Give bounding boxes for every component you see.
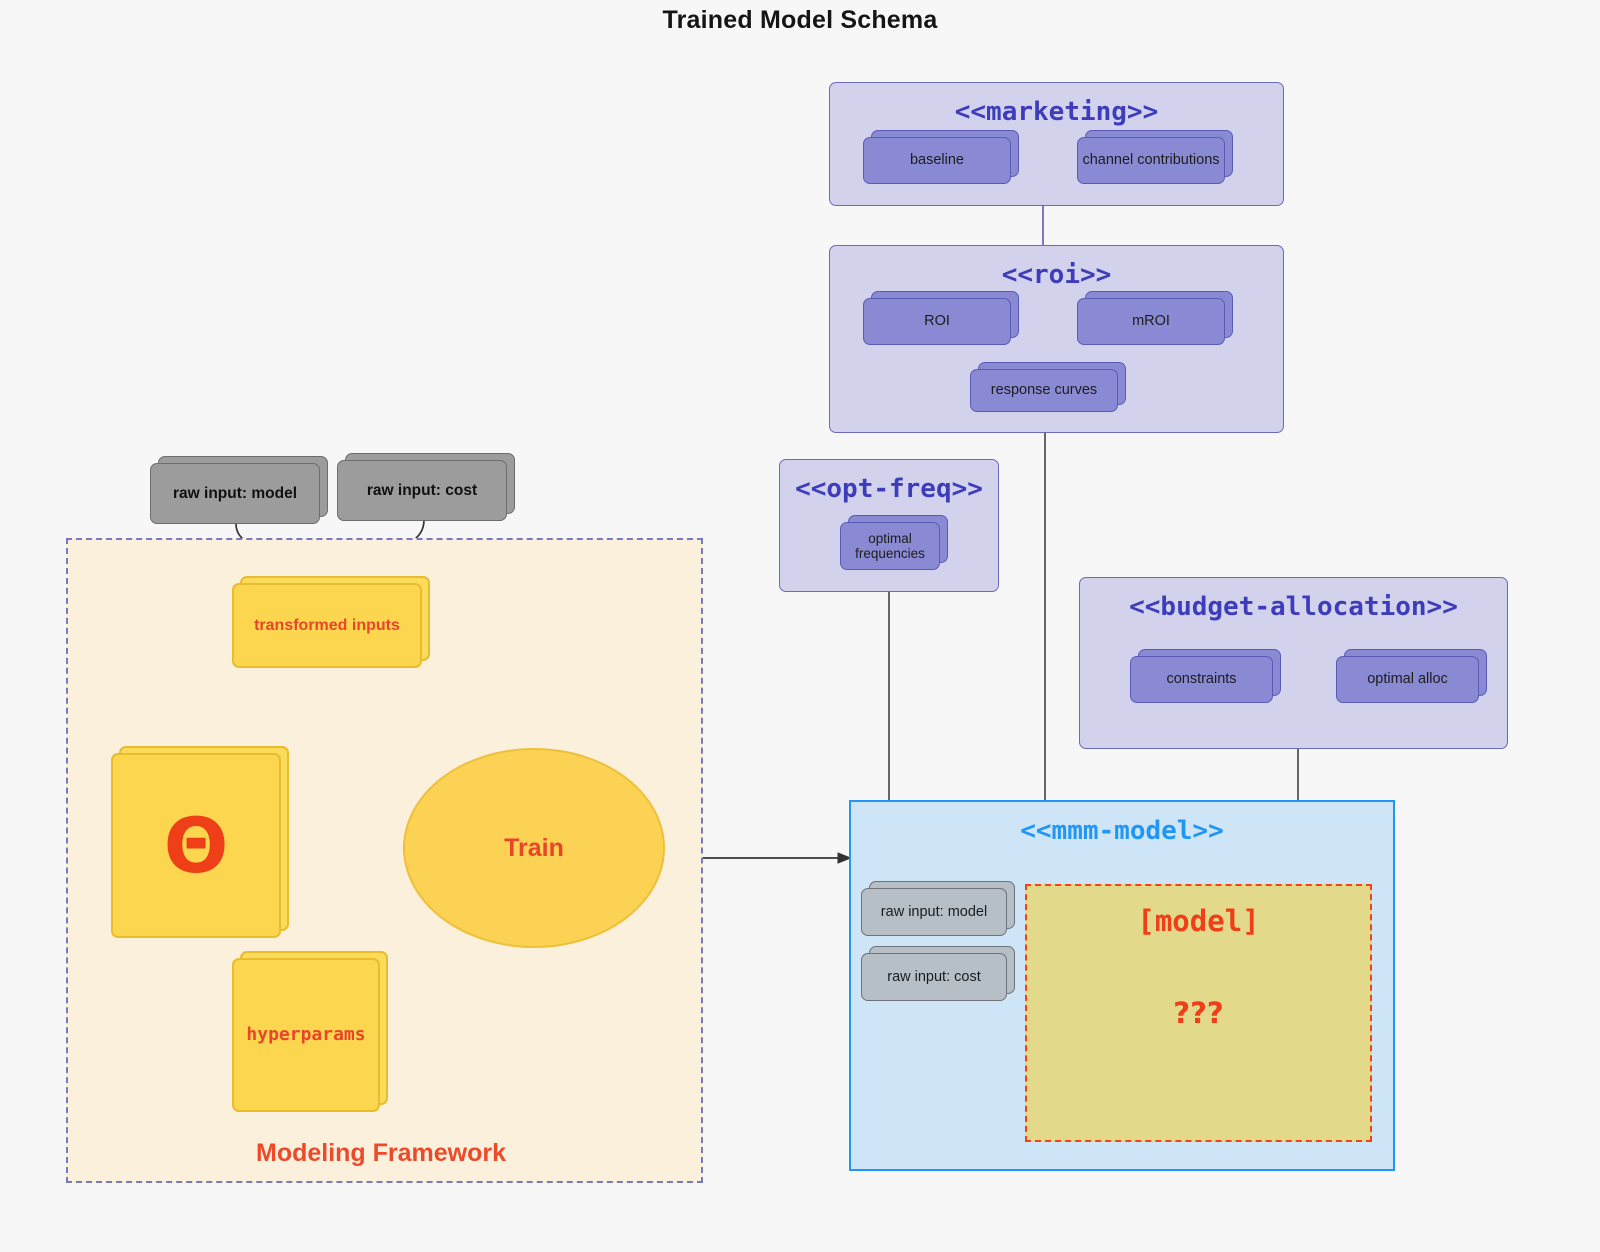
model-placeholder-box[interactable]: [model] ??? (1025, 884, 1372, 1142)
package-mmm-model-title: <<mmm-model>> (1020, 816, 1224, 846)
raw-input-model-box[interactable]: raw input: model (150, 456, 328, 524)
transformed-inputs-box[interactable]: transformed inputs (232, 576, 430, 668)
component-constraints-label: constraints (1130, 656, 1273, 703)
theta-box[interactable]: Θ (111, 746, 289, 938)
component-channel-contributions-label: channel contributions (1077, 137, 1225, 184)
modeling-framework-label: Modeling Framework (256, 1139, 507, 1167)
transformed-inputs-label: transformed inputs (232, 583, 422, 668)
component-baseline-label: baseline (863, 137, 1011, 184)
mmm-raw-input-model[interactable]: raw input: model (861, 881, 1015, 936)
package-roi-title: <<roi>> (1001, 260, 1112, 290)
component-constraints[interactable]: constraints (1130, 649, 1281, 703)
component-response-curves-label: response curves (970, 369, 1118, 412)
mmm-raw-input-cost[interactable]: raw input: cost (861, 946, 1015, 1001)
model-placeholder-unknown: ??? (1173, 996, 1224, 1030)
component-optimal-frequencies[interactable]: optimal frequencies (840, 515, 948, 570)
component-roi-label: ROI (863, 298, 1011, 345)
model-placeholder-title: [model] (1137, 904, 1260, 938)
hyperparams-label: hyperparams (232, 958, 380, 1112)
train-label: Train (504, 833, 564, 862)
package-marketing-title: <<marketing>> (954, 97, 1159, 127)
raw-input-model-label: raw input: model (150, 463, 320, 524)
raw-input-cost-label: raw input: cost (337, 460, 507, 521)
theta-icon: Θ (163, 800, 229, 890)
component-response-curves[interactable]: response curves (970, 362, 1126, 412)
theta-symbol-container: Θ (111, 753, 281, 938)
package-budget-allocation-title: <<budget-allocation>> (1129, 592, 1458, 622)
train-ellipse[interactable]: Train (403, 748, 665, 948)
component-optimal-frequencies-label: optimal frequencies (840, 522, 940, 570)
component-baseline[interactable]: baseline (863, 130, 1019, 184)
component-optimal-alloc-label: optimal alloc (1336, 656, 1479, 703)
component-roi[interactable]: ROI (863, 291, 1019, 345)
component-mroi[interactable]: mROI (1077, 291, 1233, 345)
mmm-raw-input-model-label: raw input: model (861, 888, 1007, 936)
raw-input-cost-box[interactable]: raw input: cost (337, 453, 515, 521)
component-channel-contributions[interactable]: channel contributions (1077, 130, 1233, 184)
package-opt-freq-title: <<opt-freq>> (795, 474, 983, 504)
page-title: Trained Model Schema (662, 6, 938, 34)
hyperparams-box[interactable]: hyperparams (232, 951, 388, 1112)
component-optimal-alloc[interactable]: optimal alloc (1336, 649, 1487, 703)
mmm-raw-input-cost-label: raw input: cost (861, 953, 1007, 1001)
component-mroi-label: mROI (1077, 298, 1225, 345)
